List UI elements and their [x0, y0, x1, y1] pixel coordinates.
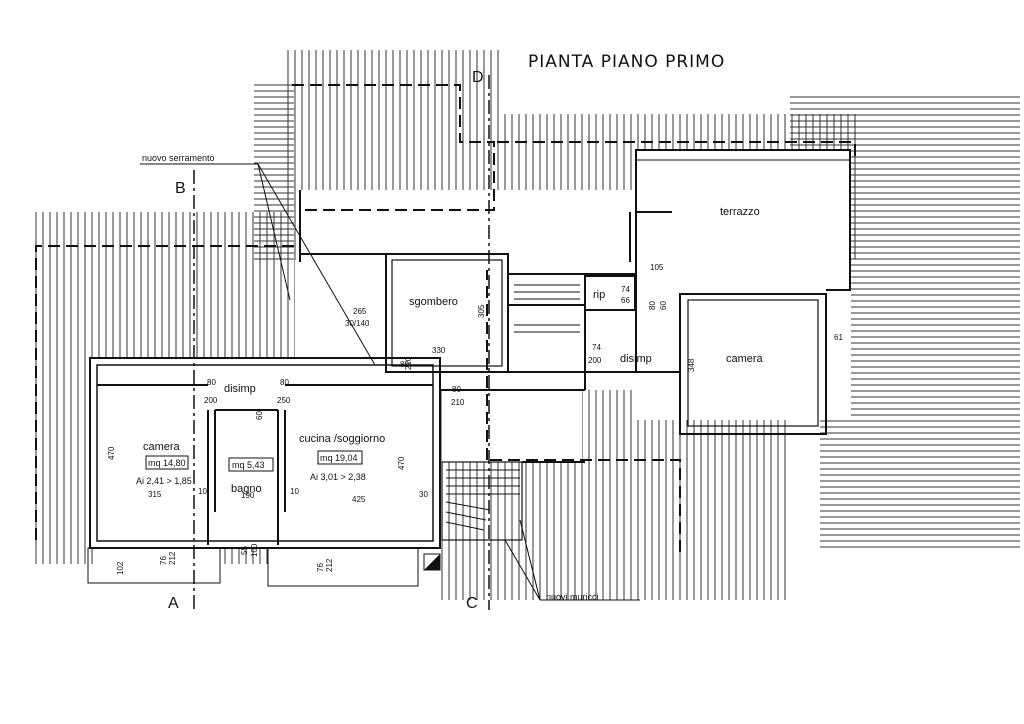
dim-305: 305	[477, 304, 486, 318]
dimension-labels: 315 10 190 10 425 30 470 470 210 330 305…	[107, 263, 843, 575]
dim-60: 60	[255, 411, 264, 420]
ratio-cucina: Ai 3,01 > 2,38	[310, 472, 366, 482]
section-label-b: B	[175, 180, 186, 197]
room-terrazzo: terrazzo	[720, 206, 760, 218]
area-box-camera	[145, 455, 189, 470]
dashed-outlines	[35, 84, 856, 555]
dim-80d: 80	[648, 301, 657, 310]
dim-348: 348	[687, 358, 696, 372]
dim-212b: 212	[325, 558, 334, 572]
dim-30a: 30	[419, 490, 428, 499]
dim-210a: 210	[404, 356, 413, 370]
note-nuovi-muricci: nuovi muricci	[546, 592, 599, 602]
room-bagno: bagno	[231, 483, 262, 495]
dim-470a: 470	[107, 446, 116, 460]
area-bagno: mq 5,43	[232, 460, 265, 470]
dim-30-140: 30/140	[345, 319, 370, 328]
stair-steps	[445, 284, 580, 531]
corner-marker-box	[423, 553, 441, 571]
dim-102: 102	[116, 561, 125, 575]
room-disimp-right: disimp	[620, 353, 652, 365]
room-cucina-soggiorno: cucina /soggiorno	[299, 433, 385, 445]
dim-190: 190	[241, 491, 255, 500]
area-box-bagno	[228, 457, 274, 472]
section-label-c: C	[466, 595, 478, 612]
walls	[87, 149, 851, 587]
dim-74b: 74	[592, 343, 601, 352]
dim-250: 250	[277, 396, 291, 405]
dim-200a: 200	[204, 396, 218, 405]
plan-title: PIANTA PIANO PRIMO	[528, 52, 725, 72]
dim-105: 105	[650, 263, 664, 272]
dim-200b: 200	[588, 356, 602, 365]
area-cucina: mq 19,04	[320, 453, 358, 463]
dim-80c: 80	[452, 385, 461, 394]
room-camera-right: camera	[726, 353, 764, 365]
note-nuovo-serramento: nuovo serramento	[142, 153, 215, 163]
dim-330: 330	[432, 346, 446, 355]
dim-10a: 10	[198, 487, 207, 496]
dim-55: 55	[240, 546, 249, 555]
dim-100: 100	[250, 543, 259, 557]
ratio-camera-left: Ai 2,41 > 1,85	[136, 476, 192, 486]
dim-60b: 60	[659, 301, 668, 310]
nuovo-serramento-leader	[140, 163, 376, 366]
room-sgombero: sgombero	[409, 296, 458, 308]
corner-marker	[424, 554, 440, 570]
room-disimp-left: disimp	[224, 383, 256, 395]
dim-10b: 10	[290, 487, 299, 496]
dim-212a: 212	[168, 551, 177, 565]
area-camera-left: mq 14,80	[148, 458, 186, 468]
dim-80a: 80	[207, 378, 216, 387]
room-camera-left: camera	[143, 441, 181, 453]
dim-61: 61	[834, 333, 843, 342]
dim-210b: 210	[451, 398, 465, 407]
dim-425: 425	[352, 495, 366, 504]
section-lines	[193, 75, 490, 610]
dim-74a: 74	[621, 285, 630, 294]
interior-fill	[90, 150, 851, 583]
area-box-cucina	[317, 450, 363, 465]
dim-265: 265	[353, 307, 367, 316]
dim-315: 315	[148, 490, 162, 499]
nuovi-muricci-leader	[504, 519, 640, 601]
dim-80e: 80	[400, 360, 409, 369]
dim-76a: 76	[159, 556, 168, 565]
section-label-d: D	[472, 69, 484, 86]
dim-80b: 80	[280, 378, 289, 387]
section-label-a: A	[168, 595, 179, 612]
dim-470b: 470	[397, 456, 406, 470]
room-rip: rip	[593, 289, 605, 301]
dim-76b: 76	[316, 563, 325, 572]
dim-66: 66	[621, 296, 630, 305]
